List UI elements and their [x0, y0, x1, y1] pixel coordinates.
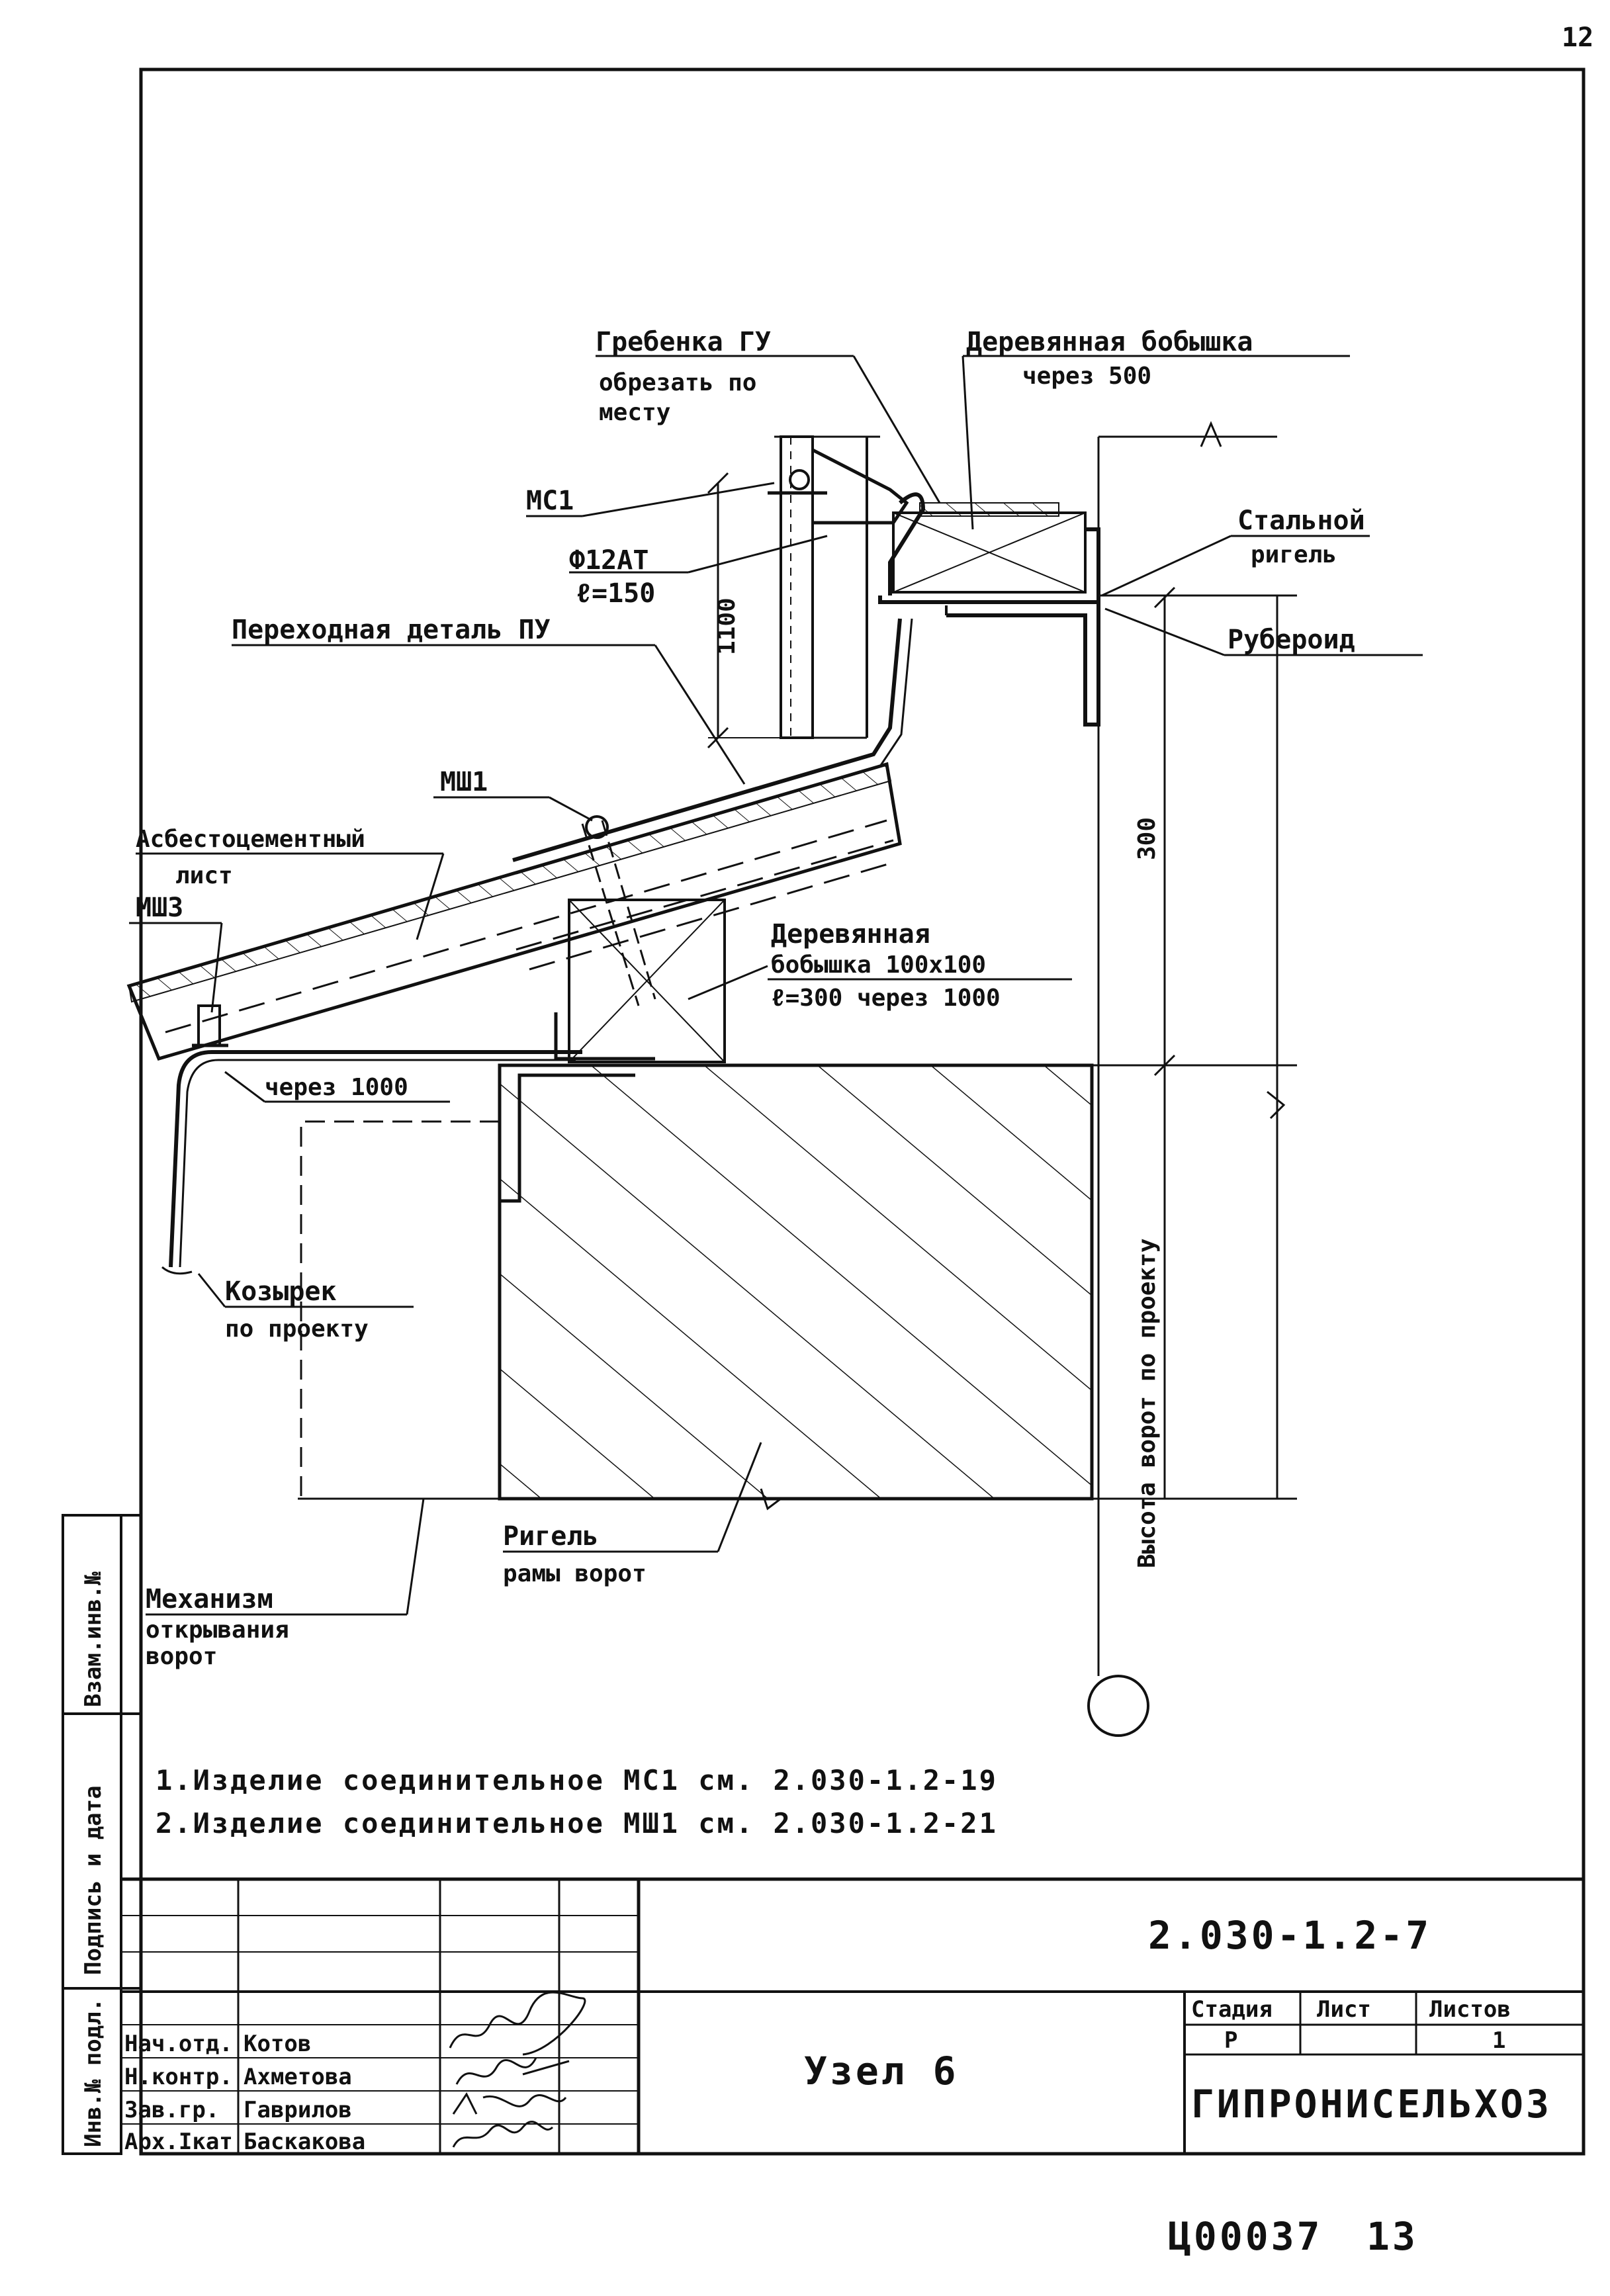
label-mechanism-1: Механизм [146, 1584, 273, 1614]
title-code: 2.030-1.2-7 [1148, 1913, 1431, 1958]
label-kozyrek-2: по проекту [225, 1315, 369, 1343]
title-name: Узел 6 [804, 2049, 959, 2094]
label-l150: ℓ=150 [576, 578, 655, 609]
label-boboshka-top-2: через 500 [1022, 363, 1151, 390]
label-msh1: МШ1 [440, 767, 488, 797]
signature-1 [449, 1991, 586, 2056]
title-sheets: 1 [1492, 2027, 1505, 2054]
drawing-frame [139, 67, 1586, 2156]
signer-name-4: Баскакова [244, 2129, 365, 2155]
dim-gate-height: Высота ворот по проекту [1134, 1239, 1161, 1569]
signer-name-2: Ахметова [244, 2064, 352, 2090]
label-mc1: МС1 [526, 486, 574, 516]
signer-role-3: Зав.гр. [124, 2097, 219, 2123]
label-kozyrek-1: Козырек [225, 1276, 337, 1307]
label-mechanism-3: ворот [146, 1643, 217, 1670]
gate-frame-girder [498, 1063, 1094, 1501]
signer-name-3: Гаврилов [244, 2097, 352, 2123]
side-podpis-data: Подпись и дата [80, 1785, 107, 1975]
label-obrezat-1: обрезать по [599, 369, 756, 396]
title-stage: Р [1224, 2027, 1237, 2054]
label-grebenka: Гребенка ГУ [596, 327, 771, 357]
bottom-code: Ц00037 [1168, 2214, 1323, 2259]
dim-1100: 1100 [713, 597, 740, 655]
side-stamp: Инв.№ подл. Подпись и дата Взам.инв.№ [62, 1514, 141, 2155]
side-inv-podl: Инв.№ подл. [80, 1998, 107, 2147]
label-boboshka-mid-3: ℓ=300 через 1000 [771, 985, 1001, 1012]
bottom-page: 13 [1366, 2214, 1418, 2259]
label-msh3: МШ3 [136, 893, 183, 923]
label-cherez1000: через 1000 [265, 1074, 408, 1101]
signature-2 [455, 2057, 570, 2085]
label-stalnoy-1: Стальной [1237, 506, 1365, 536]
label-stalnoy-2: ригель [1251, 541, 1337, 568]
title-block: 2.030-1.2-7 Узел 6 Стадия Лист Листов Р … [121, 1877, 1584, 2155]
page-number: 12 [1562, 22, 1593, 53]
label-rigel-2: рамы ворот [503, 1560, 647, 1587]
node-detail-drawing: 1100 300 Высота ворот по проекту [126, 327, 1423, 1737]
signature-3 [452, 2092, 567, 2115]
label-mechanism-2: открывания [146, 1616, 289, 1644]
label-rigel-1: Ригель [503, 1521, 599, 1552]
signer-name-1: Котов [244, 2031, 311, 2057]
title-sheet-header: Лист [1317, 1996, 1371, 2023]
label-asbest-2: лист [175, 862, 233, 889]
signature-4 [452, 2121, 554, 2148]
title-stage-header: Стадия [1191, 1996, 1273, 2023]
note-1: 1.Изделие соединительное МС1 см. 2.030-1… [156, 1764, 998, 1796]
note-2: 2.Изделие соединительное МШ1 см. 2.030-1… [156, 1807, 998, 1839]
label-boboshka-mid-1: Деревянная [771, 919, 930, 949]
label-ruberoid: Рубероид [1228, 625, 1355, 655]
label-boboshka-mid-2: бобышка 100х100 [771, 951, 986, 979]
signer-role-2: Н.контр. [124, 2064, 233, 2090]
label-boboshka-top-1: Деревянная бобышка [966, 327, 1253, 357]
signer-role-4: Арх.Iкат [124, 2129, 233, 2155]
title-organization: ГИПРОНИСЕЛЬХОЗ [1191, 2082, 1552, 2127]
signer-role-1: Нач.отд. [124, 2031, 233, 2057]
label-obrezat-2: месту [599, 399, 670, 426]
title-sheets-header: Листов [1429, 1996, 1511, 2023]
leader-lines [129, 355, 1423, 1616]
dim-300: 300 [1134, 817, 1161, 860]
label-asbest-1: Асбестоцементный [136, 826, 365, 853]
label-perehodnaya: Переходная деталь ПУ [232, 615, 551, 645]
side-vzam-inv: Взам.инв.№ [80, 1571, 107, 1707]
label-phi: Ф12АТ [569, 545, 648, 576]
axis-marker-circle [1087, 1675, 1149, 1737]
